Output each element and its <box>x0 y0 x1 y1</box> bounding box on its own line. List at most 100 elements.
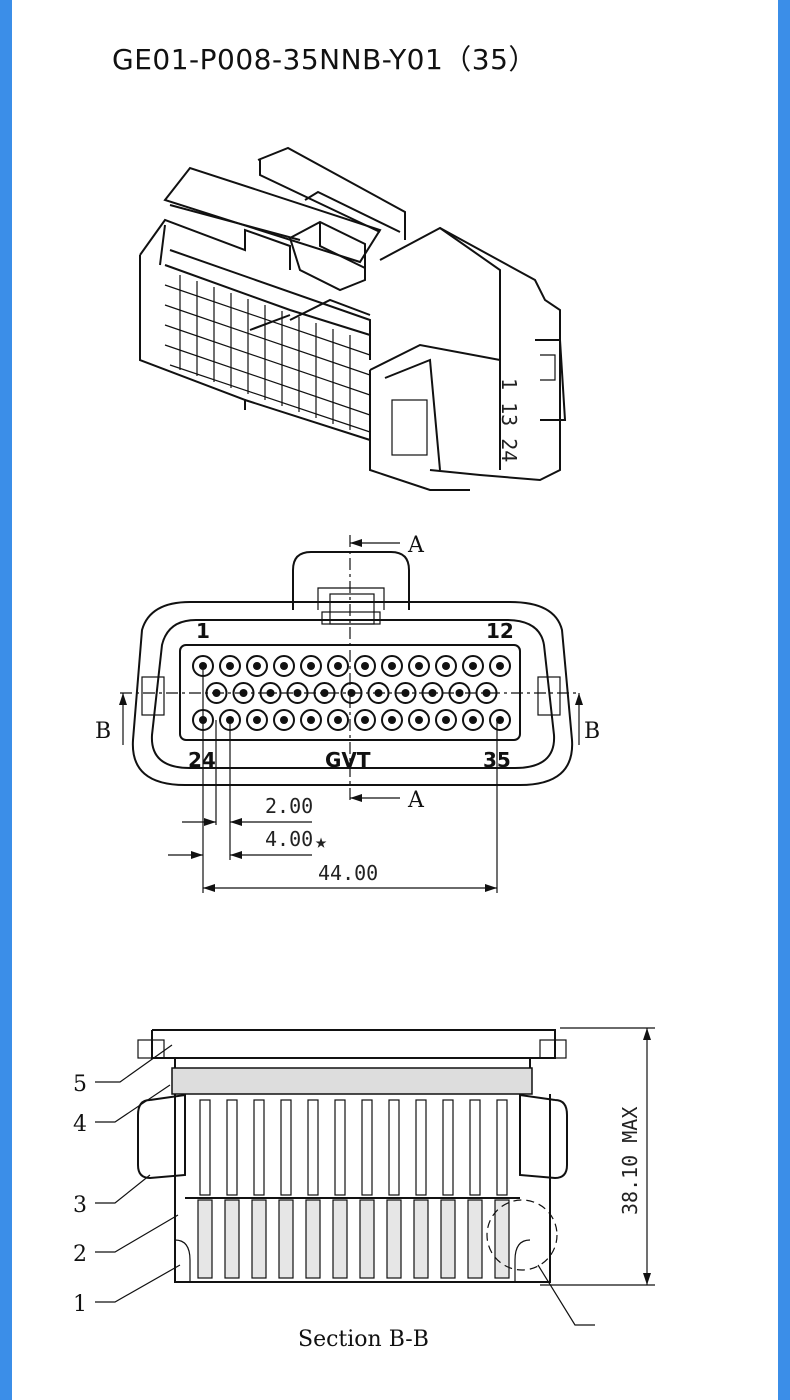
pin-contact <box>469 716 477 724</box>
pin-contact <box>496 662 504 670</box>
pin-label-12: 12 <box>486 619 514 643</box>
pin-cavity <box>489 709 511 731</box>
pin-contact <box>415 716 423 724</box>
pin-contact <box>199 662 207 670</box>
part-number-title: GE01-P008-35NNB-Y01（35） <box>112 43 537 76</box>
section-b-left: B <box>95 719 111 744</box>
star-icon: ★ <box>315 829 327 853</box>
dim-pitch: 2.00 <box>265 794 313 818</box>
pin-cavity <box>408 655 430 677</box>
terminal-upper <box>361 1099 373 1196</box>
terminal-lower <box>413 1199 429 1279</box>
pin-cavity <box>273 655 295 677</box>
pin-contact <box>320 689 329 697</box>
terminal-lower <box>494 1199 510 1279</box>
terminal-upper <box>280 1099 292 1196</box>
terminal-upper <box>469 1099 481 1196</box>
pin-contact <box>442 662 450 670</box>
terminal-lower <box>224 1199 240 1279</box>
pin-contact <box>253 716 261 724</box>
pin-contact <box>280 716 288 724</box>
pin-label-24: 24 <box>188 748 216 772</box>
pin-cavity <box>435 655 457 677</box>
pin-contact <box>334 662 342 670</box>
section-b-b-view: 38.10 MAX 5 4 3 2 1 Section B-B <box>73 1027 655 1352</box>
brand-label: GVT <box>325 748 371 772</box>
pin-cavity <box>489 655 511 677</box>
front-view: 1 12 24 35 GVT A A B B <box>95 533 600 813</box>
pin-cavity <box>219 655 241 677</box>
pin-contact <box>388 716 396 724</box>
pin-contact <box>280 662 288 670</box>
pin-cavity <box>462 655 484 677</box>
pin-cavity <box>327 709 349 731</box>
terminal-lower <box>386 1199 402 1279</box>
dim-row-pitch: 4.00 <box>265 827 313 851</box>
isometric-connector-view: 1 13 24 <box>139 146 567 491</box>
terminal-upper <box>415 1099 427 1196</box>
callout-4: 4 <box>73 1112 87 1137</box>
callout-3: 3 <box>73 1193 87 1218</box>
pin-cavity <box>246 709 268 731</box>
dim-width: 44.00 <box>318 861 378 885</box>
pin-contact <box>482 689 491 697</box>
pin-contact <box>442 716 450 724</box>
pin-contact <box>428 689 437 697</box>
terminal-upper <box>388 1099 400 1196</box>
pin-contact <box>469 662 477 670</box>
pin-cavity <box>435 709 457 731</box>
pin-contact <box>361 662 369 670</box>
pin-cavity <box>273 709 295 731</box>
section-caption: Section B-B <box>298 1327 429 1352</box>
iso-cavity-label: 1 13 24 <box>497 378 521 462</box>
cavity-grid <box>164 275 371 433</box>
pin-contact <box>361 716 369 724</box>
terminal-lower <box>467 1199 483 1279</box>
dim-height: 38.10 MAX <box>618 1107 642 1215</box>
dimension-lines: 2.00 4.00 ★ 44.00 <box>168 670 498 893</box>
terminal-upper <box>334 1099 346 1196</box>
pin-contact <box>496 716 504 724</box>
terminal-upper <box>226 1099 238 1196</box>
terminal-lower <box>359 1199 375 1279</box>
pin-contact <box>334 716 342 724</box>
pin-contact <box>253 662 261 670</box>
terminal-lower <box>332 1199 348 1279</box>
pin-contact <box>226 662 234 670</box>
callout-5: 5 <box>73 1072 87 1097</box>
callout-1: 1 <box>73 1292 87 1317</box>
terminal-lower <box>440 1199 456 1279</box>
terminal-lower <box>278 1199 294 1279</box>
pin-contact <box>307 662 315 670</box>
pin-contact <box>307 716 315 724</box>
pin-contact <box>266 689 275 697</box>
terminal-upper <box>199 1099 211 1196</box>
pin-cavity <box>300 709 322 731</box>
pin-cavity <box>354 709 376 731</box>
seal-band <box>171 1067 533 1095</box>
terminal-upper <box>307 1099 319 1196</box>
callout-2: 2 <box>73 1242 87 1267</box>
terminal-upper <box>442 1099 454 1196</box>
pin-cavity <box>300 655 322 677</box>
pin-cavity <box>462 709 484 731</box>
pin-cavity <box>394 682 417 704</box>
drawing-card <box>12 0 778 1400</box>
pin-cavity <box>381 709 403 731</box>
section-a-top: A <box>407 533 425 558</box>
section-b-right: B <box>584 719 600 744</box>
pin-cavity <box>354 655 376 677</box>
terminal-lower <box>251 1199 267 1279</box>
pin-cavity <box>408 709 430 731</box>
terminal-upper <box>253 1099 265 1196</box>
pin-cavity <box>381 655 403 677</box>
pin-label-1: 1 <box>196 619 210 643</box>
terminal-lower <box>197 1199 213 1279</box>
pin-contact <box>415 662 423 670</box>
section-a-bottom: A <box>407 788 425 813</box>
terminal-lower <box>305 1199 321 1279</box>
pin-contact <box>388 662 396 670</box>
section-terminals <box>197 1099 510 1279</box>
terminal-upper <box>496 1099 508 1196</box>
